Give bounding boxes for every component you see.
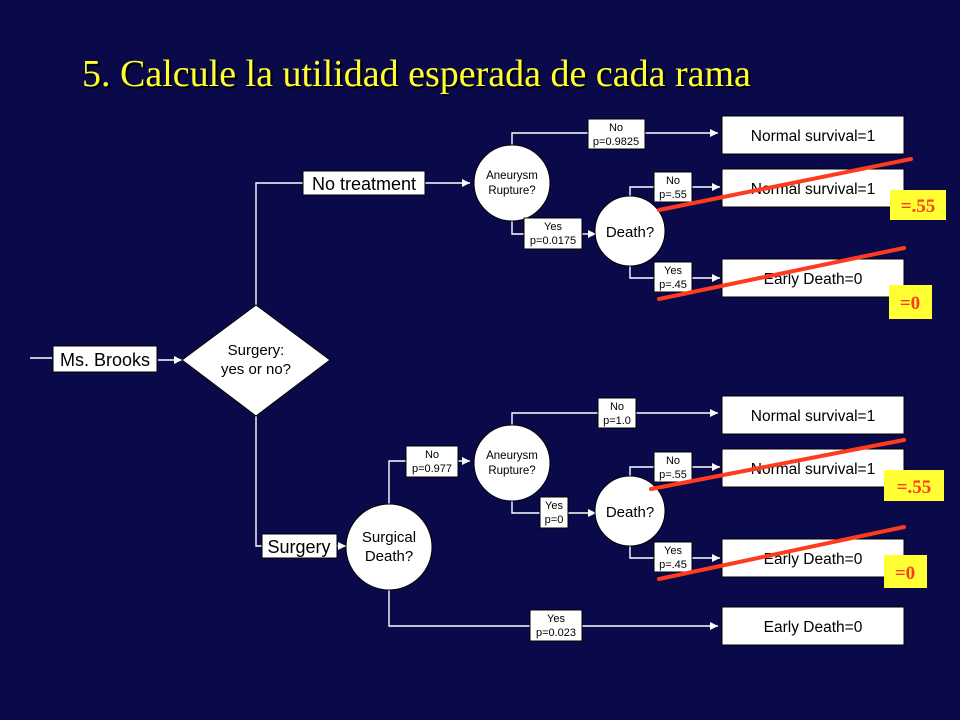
branch-label-no-rupture-bottom: No p=1.0 [597,397,637,429]
no-treatment-label: No treatment [312,174,416,194]
branch-label-survive-top: No p=.55 [653,171,693,203]
branch-label-surgical-death: Yes p=0.023 [529,609,583,642]
strike-line-top-death [657,246,906,301]
outcome-bottom-1: Normal survival=1 [721,395,905,435]
surgical-death-label-2: Death? [365,548,413,565]
surgical-death-node: Surgical Death? [345,503,433,591]
no-treatment-label-box: No treatment [302,170,426,196]
strike-lines [649,157,913,581]
rupture-node-top: Aneurysm Rupture? [473,144,551,222]
branch-label-no-rupture-top: No p=0.9825 [587,118,646,150]
branch-label-die-top: Yes p=.45 [653,261,693,293]
outcome-label: Early Death=0 [764,271,863,288]
outcome-top-3: Early Death=0 [721,258,905,298]
branch-label-die-bottom: Yes p=.45 [653,541,693,573]
branch-label-text: No [666,175,680,187]
surgery-label-box: Surgery [261,533,338,559]
branch-label-text: Yes [545,500,563,512]
strike-line-top-survival [657,157,913,212]
root-node: Ms. Brooks [52,345,158,373]
branch-label-text: Yes [544,221,562,233]
decision-label-1: Surgery: [228,342,285,359]
outcome-top-1: Normal survival=1 [721,115,905,155]
slide-title: 5. Calcule la utilidad esperada de cada … [82,53,751,95]
badge-top-death: =0 [889,285,932,319]
death-node-bottom-label: Death? [606,504,654,521]
strike-line-bottom-survival [649,438,906,491]
branch-label-text: Yes [664,265,682,277]
rupture-node-bottom-label-1: Aneurysm [486,450,538,462]
branch-label-text: p=0.023 [536,627,576,639]
rupture-node-bottom-label-2: Rupture? [488,465,535,477]
surgical-death-label-1: Surgical [362,529,416,546]
branch-label-text: No [425,449,439,461]
outcome-label: Normal survival=1 [751,408,875,425]
branch-label-text: No [610,401,624,413]
badge-bottom-survival: =.55 [884,470,944,501]
death-node-top-label: Death? [606,224,654,241]
branch-label-text: No [666,455,680,467]
outcome-label: Early Death=0 [764,619,863,636]
branch-label-text: p=1.0 [603,415,631,427]
badge-bottom-death: =0 [884,555,927,588]
branch-label-text: p=.55 [659,469,687,481]
tree-connectors [30,129,720,630]
rupture-node-top-label-1: Aneurysm [486,170,538,182]
surgery-label: Surgery [267,537,330,557]
branch-label-survive-bottom: No p=.55 [653,451,693,483]
branch-label-text: p=0.9825 [593,136,639,148]
death-node-top: Death? [594,195,666,267]
badge-top-survival-text: =.55 [901,196,936,217]
branch-label-text: p=.45 [659,279,687,291]
outcome-label: Normal survival=1 [751,461,875,478]
branch-label-text: p=0.977 [412,463,452,475]
branch-label-text: Yes [664,545,682,557]
badge-bottom-survival-text: =.55 [897,477,932,498]
strike-line-bottom-death [657,525,906,581]
outcome-label: Early Death=0 [764,551,863,568]
decision-label-2: yes or no? [221,361,291,378]
rupture-node-top-label-2: Rupture? [488,185,535,197]
outcome-top-2: Normal survival=1 [721,168,905,208]
badge-top-survival: =.55 [890,190,946,220]
outcome-label: Normal survival=1 [751,128,875,145]
branch-label-rupture-bottom: Yes p=0 [539,496,569,529]
death-node-bottom: Death? [594,475,666,547]
branch-label-text: p=.45 [659,559,687,571]
rupture-node-bottom: Aneurysm Rupture? [473,424,551,502]
branch-label-text: p=0.0175 [530,235,576,247]
decision-node: Surgery: yes or no? [181,304,331,417]
root-label: Ms. Brooks [60,350,150,370]
branch-label-text: No [609,122,623,134]
badge-bottom-death-text: =0 [895,563,915,584]
branch-label-text: p=.55 [659,189,687,201]
branch-label-text: p=0 [545,514,564,526]
branch-label-text: Yes [547,613,565,625]
badge-top-death-text: =0 [900,293,920,314]
outcome-bottom-4: Early Death=0 [721,606,905,646]
branch-label-rupture-top: Yes p=0.0175 [523,217,583,250]
branch-label-survive-surgery: No p=0.977 [405,445,459,478]
